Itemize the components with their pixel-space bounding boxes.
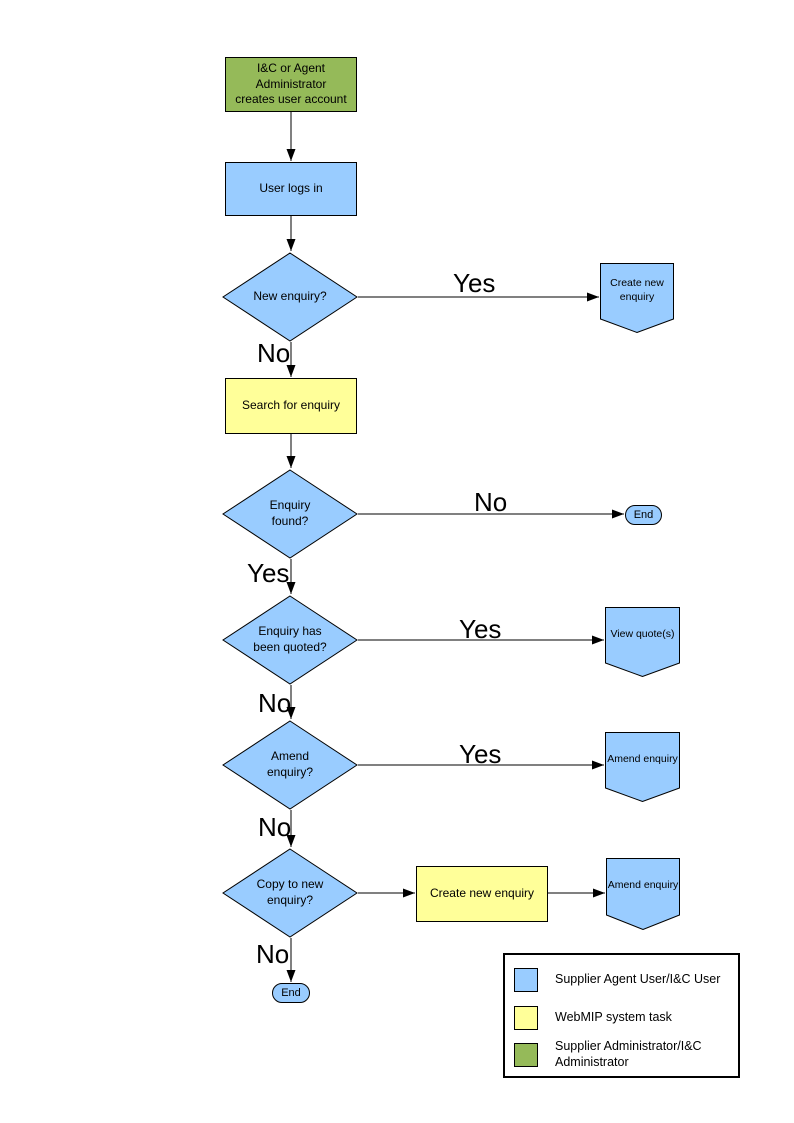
pentagon-shape xyxy=(606,858,680,930)
node-create-new-enquiry-task-label: Create new enquiry xyxy=(429,886,535,901)
legend-label-webmip-system-task: WebMIP system task xyxy=(555,1010,672,1025)
edge-label-copy-no: No xyxy=(256,939,290,969)
node-admin-creates-account-label: I&C or Agent Administrator creates user … xyxy=(235,61,347,107)
legend-swatch-blue xyxy=(514,968,538,992)
node-end-final: End xyxy=(272,983,310,1003)
node-user-logs-in: User logs in xyxy=(225,162,357,216)
pentagon-shape xyxy=(605,607,680,677)
legend-item-webmip-system-task: WebMIP system task xyxy=(514,1006,732,1030)
node-create-new-enquiry-label: Create new enquiry xyxy=(610,277,664,303)
node-new-enquiry-decision-label: New enquiry? xyxy=(253,289,327,304)
node-create-new-enquiry-task: Create new enquiry xyxy=(416,866,548,922)
node-user-logs-in-label: User logs in xyxy=(259,181,323,196)
pentagon-shape xyxy=(605,732,680,802)
diamond-shape xyxy=(222,720,358,810)
legend-item-supplier-administrator: Supplier Administrator/I&C Administrator xyxy=(514,1039,732,1070)
edge-label-quoted-yes: Yes xyxy=(459,614,502,644)
edge-label-amend-no: No xyxy=(258,812,292,842)
diamond-shape xyxy=(222,848,358,938)
legend-swatch-green xyxy=(514,1042,538,1067)
edge-label-amend-yes: Yes xyxy=(459,739,502,769)
edge-label-quoted-no: No xyxy=(258,688,292,718)
node-admin-creates-account: I&C or Agent Administrator creates user … xyxy=(225,57,357,112)
edge-label-enquiry-found-yes: Yes xyxy=(247,558,290,588)
node-amend-enquiry-action-2: Amend enquiry xyxy=(606,858,680,930)
legend-item-supplier-agent-user: Supplier Agent User/I&C User xyxy=(514,968,732,992)
node-amend-enquiry-decision: Amend enquiry? xyxy=(222,720,358,810)
diamond-shape xyxy=(222,469,358,559)
node-search-for-enquiry-label: Search for enquiry xyxy=(241,398,341,413)
diamond-shape xyxy=(222,595,358,685)
node-view-quotes: View quote(s) xyxy=(605,607,680,677)
node-amend-enquiry-decision-label: Amend enquiry? xyxy=(266,749,314,779)
node-amend-enquiry-action-2-label: Amend enquiry xyxy=(607,879,679,892)
edge-label-new-enquiry-no: No xyxy=(257,338,291,368)
legend-swatch-yellow xyxy=(514,1006,538,1030)
node-search-for-enquiry: Search for enquiry xyxy=(225,378,357,434)
diamond-shape xyxy=(222,252,358,342)
node-end-not-found: End xyxy=(625,505,662,525)
node-enquiry-found-decision: Enquiry found? xyxy=(222,469,358,559)
node-create-new-enquiry: Create new enquiry xyxy=(600,263,674,333)
node-end-not-found-label: End xyxy=(633,508,654,521)
node-view-quotes-label: View quote(s) xyxy=(610,628,675,641)
node-enquiry-quoted-decision: Enquiry has been quoted? xyxy=(222,595,358,685)
node-copy-to-new-decision-label: Copy to new enquiry? xyxy=(256,877,324,907)
node-enquiry-found-decision-label: Enquiry found? xyxy=(269,498,311,528)
edge-label-new-enquiry-yes: Yes xyxy=(453,268,496,298)
legend-label-supplier-administrator: Supplier Administrator/I&C Administrator xyxy=(555,1039,702,1069)
node-new-enquiry-decision: New enquiry? xyxy=(222,252,358,342)
pentagon-shape xyxy=(600,263,674,333)
node-amend-enquiry-action-label: Amend enquiry xyxy=(607,753,678,766)
edge-label-enquiry-found-no: No xyxy=(474,487,508,517)
legend: Supplier Agent User/I&C User WebMIP syst… xyxy=(503,953,740,1078)
node-copy-to-new-decision: Copy to new enquiry? xyxy=(222,848,358,938)
node-end-final-label: End xyxy=(281,986,301,999)
legend-label-supplier-agent-user: Supplier Agent User/I&C User xyxy=(555,972,721,987)
node-enquiry-quoted-decision-label: Enquiry has been quoted? xyxy=(253,624,327,654)
node-amend-enquiry-action: Amend enquiry xyxy=(605,732,680,802)
